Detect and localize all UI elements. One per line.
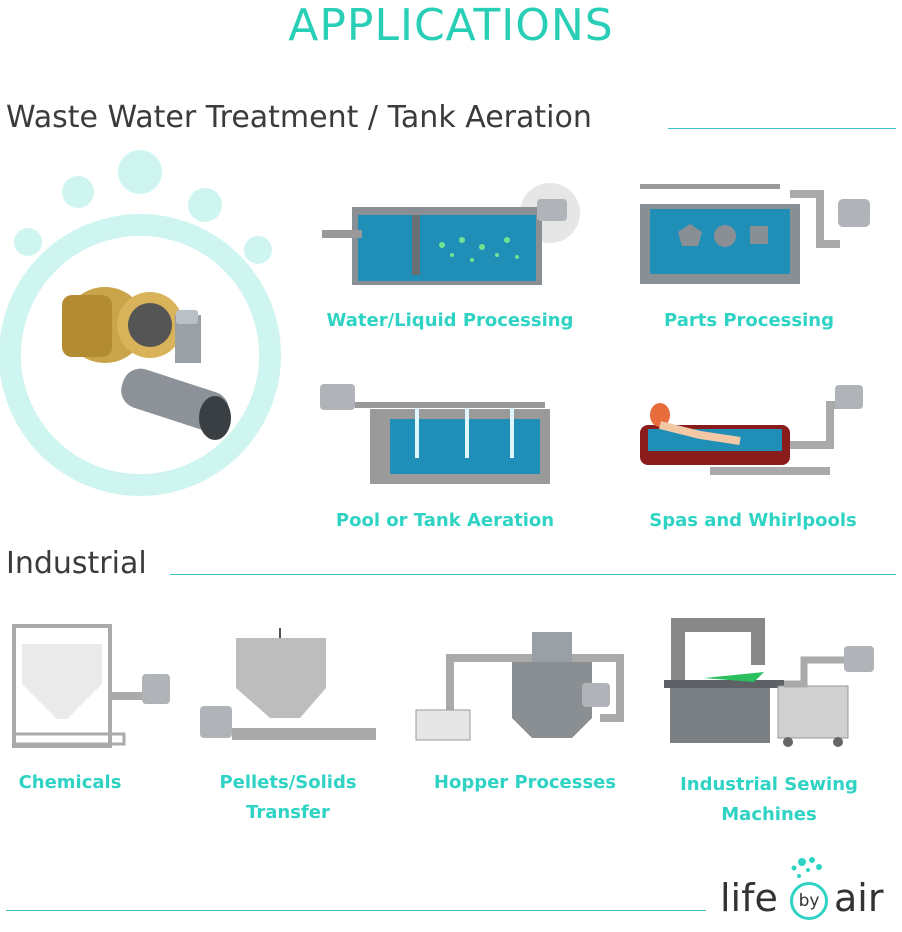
hopper-processes-illustration — [415, 632, 624, 741]
caption-hopper-processes: Hopper Processes — [433, 772, 617, 793]
caption-industrial-sewing-machines-line2: Machines — [721, 804, 817, 825]
caption-water-liquid-processing: Water/Liquid Processing — [326, 310, 574, 331]
page-title: APPLICATIONS — [288, 0, 614, 51]
section-heading-wastewater: Waste Water Treatment / Tank Aeration — [6, 100, 592, 135]
parts-processing-illustration — [640, 184, 870, 284]
caption-industrial-sewing-machines-line1: Industrial Sewing — [680, 774, 858, 795]
caption-spas-and-whirlpools: Spas and Whirlpools — [649, 510, 857, 531]
blower-icon — [62, 287, 231, 440]
blower-hero-illustration — [0, 150, 281, 496]
water-liquid-processing-illustration — [322, 183, 580, 285]
logo-bubbles-icon — [791, 857, 822, 878]
chemicals-illustration — [12, 624, 170, 748]
pool-tank-aeration-illustration — [320, 384, 550, 484]
section-rule — [170, 574, 896, 575]
spas-whirlpools-illustration — [640, 385, 863, 475]
caption-parts-processing: Parts Processing — [664, 310, 834, 331]
caption-pellets-solids-transfer-line2: Transfer — [246, 802, 330, 823]
pellets-solids-transfer-illustration — [200, 628, 376, 740]
industrial-sewing-machines-illustration — [664, 618, 874, 747]
footer-rule — [6, 910, 706, 911]
caption-pool-or-tank-aeration: Pool or Tank Aeration — [335, 510, 555, 531]
section-heading-industrial: Industrial — [6, 546, 147, 581]
caption-chemicals: Chemicals — [18, 772, 122, 793]
caption-pellets-solids-transfer-line1: Pellets/Solids — [219, 772, 357, 793]
logo-text-air: air — [834, 876, 884, 920]
section-rule — [668, 128, 896, 129]
logo-text-by: by — [790, 882, 828, 920]
logo-text-life: life — [720, 876, 778, 920]
life-by-air-logo: life by air — [720, 854, 900, 924]
